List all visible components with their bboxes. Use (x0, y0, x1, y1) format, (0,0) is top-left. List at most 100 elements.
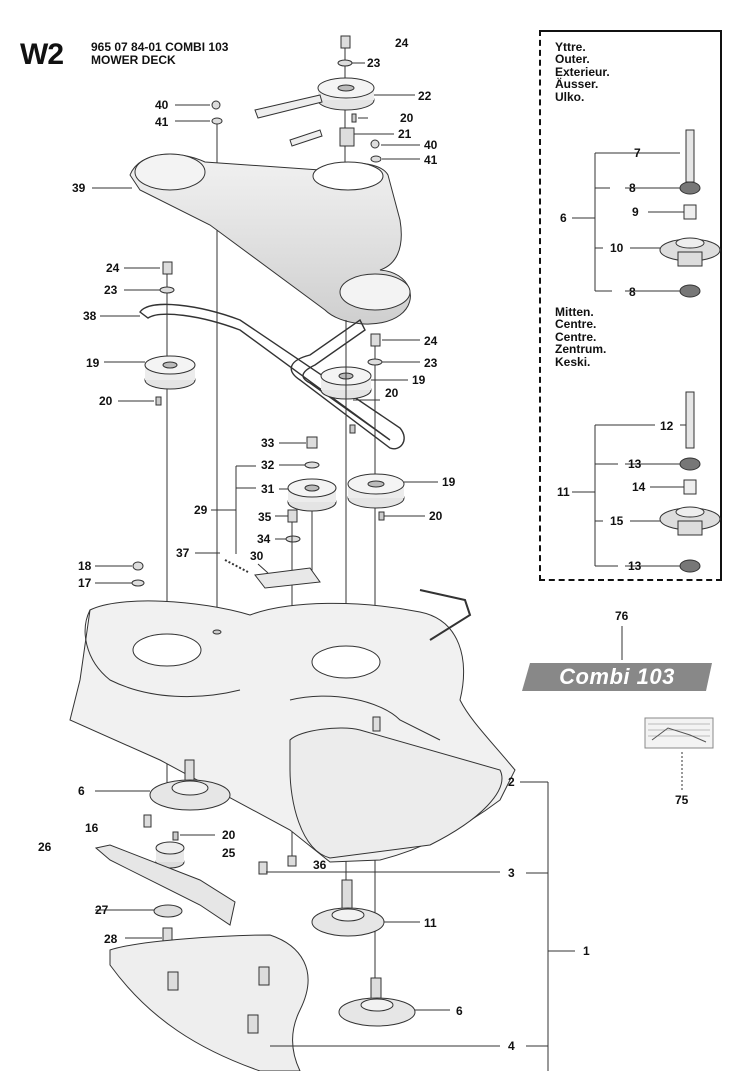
callout-41: 41 (424, 153, 438, 167)
inset-callout-8: 8 (629, 181, 636, 195)
large-pulley-icon (317, 77, 375, 111)
callout-24: 24 (106, 261, 120, 275)
washer-icon (159, 286, 175, 294)
bearing-icon (679, 181, 701, 195)
diagram-code: W2 (20, 38, 64, 71)
deflector-icon (109, 934, 309, 1071)
top-bolt-icon (340, 35, 351, 180)
spindle-housing-icon (338, 977, 416, 1027)
nut-icon (287, 855, 297, 867)
key-icon (155, 396, 162, 406)
callout-20: 20 (385, 386, 399, 400)
callout-29: 29 (194, 503, 208, 517)
blade-washer-icon (153, 904, 183, 918)
nut-icon (132, 561, 144, 571)
screw-icon (370, 139, 382, 163)
callout-24: 24 (395, 36, 409, 50)
center-label-1: Mitten. (555, 305, 594, 319)
inset-spindle-shaft-icon (685, 129, 695, 183)
drive-belt-icon (139, 303, 405, 450)
bolt-icon (306, 436, 318, 449)
washer-icon (304, 461, 320, 469)
bearing-icon (679, 284, 701, 298)
callout-40: 40 (424, 138, 438, 152)
callout-37: 37 (176, 546, 190, 560)
callout-75: 75 (675, 793, 689, 807)
bolt-icon (162, 261, 173, 275)
callout-21: 21 (398, 127, 412, 141)
center-label-5: Keski. (555, 355, 591, 369)
screw-icon (258, 861, 268, 875)
callout-38: 38 (83, 309, 97, 323)
callout-33: 33 (261, 436, 275, 450)
callout-19: 19 (86, 356, 100, 370)
callout-30: 30 (250, 549, 264, 563)
callout-23: 23 (424, 356, 438, 370)
callout-1: 1 (583, 944, 590, 958)
outer-label-3: Exterieur. (555, 65, 610, 79)
bolt-icon (370, 333, 381, 347)
inset-callout-8: 8 (629, 285, 636, 299)
deck-handle-icon (419, 589, 472, 641)
inset-callout-12: 12 (660, 419, 674, 433)
inset-callout-10: 10 (610, 241, 624, 255)
callout-2: 2 (508, 775, 515, 789)
blade-adapter-icon (155, 841, 185, 869)
outer-label-4: Ä​usser. (555, 77, 599, 91)
bearing-icon (679, 457, 701, 471)
belt-cover-icon (129, 153, 411, 325)
callout-35: 35 (258, 510, 272, 524)
spacer-icon (683, 204, 697, 220)
inset-callout-7: 7 (634, 146, 641, 160)
inset-spindle-shaft-icon (685, 391, 695, 449)
callout-17: 17 (78, 576, 92, 590)
bolt-icon (143, 814, 152, 828)
callout-6: 6 (78, 784, 85, 798)
callout-41: 41 (155, 115, 169, 129)
inset-callout-9: 9 (632, 205, 639, 219)
outer-label-5: Ulko. (555, 90, 585, 104)
callout-24: 24 (424, 334, 438, 348)
callout-3: 3 (508, 866, 515, 880)
callout-20: 20 (400, 111, 414, 125)
pulley-icon (144, 355, 196, 390)
callout-19: 19 (442, 475, 456, 489)
washer-icon (337, 59, 353, 67)
washer-icon (131, 579, 145, 587)
key-bar-icon (254, 94, 323, 119)
callout-34: 34 (257, 532, 271, 546)
callout-23: 23 (367, 56, 381, 70)
callout-26: 26 (38, 840, 52, 854)
part-number-line: 965 07 84-01 COMBI 103 (91, 40, 229, 54)
key-icon (349, 424, 356, 434)
key-bar-icon (289, 129, 323, 147)
callout-22: 22 (418, 89, 432, 103)
spacer-icon (683, 479, 697, 495)
model-banner-text: Combi 103 (559, 664, 675, 689)
outer-label-1: Yttre. (555, 40, 586, 54)
callout-4: 4 (508, 1039, 515, 1053)
center-label-2: Centre. (555, 317, 597, 331)
callout-23: 23 (104, 283, 118, 297)
bolt-icon (287, 509, 298, 523)
spindle-detail-inset: Yttre. Outer. Exterieur. Ä​usser. Ulko. … (539, 30, 722, 581)
center-label-3: Centre. (555, 330, 597, 344)
callout-6: 6 (456, 1004, 463, 1018)
callout-32: 32 (261, 458, 275, 472)
inset-callout-15: 15 (610, 514, 624, 528)
callout-36: 36 (313, 858, 327, 872)
idler-pulley-icon (287, 478, 337, 512)
callout-39: 39 (72, 181, 86, 195)
inset-callout-11: 11 (557, 485, 570, 499)
callout-20: 20 (429, 509, 443, 523)
diagram-title: MOWER DECK (91, 53, 176, 67)
outer-label-2: Outer. (555, 52, 590, 66)
callout-40: 40 (155, 98, 169, 112)
center-label-4: Zentrum. (555, 342, 607, 356)
inset-callout-13: 13 (628, 559, 642, 573)
inset-callout-13: 13 (628, 457, 642, 471)
blade-icon (94, 844, 236, 926)
manual-thumbnail-icon (644, 717, 714, 749)
